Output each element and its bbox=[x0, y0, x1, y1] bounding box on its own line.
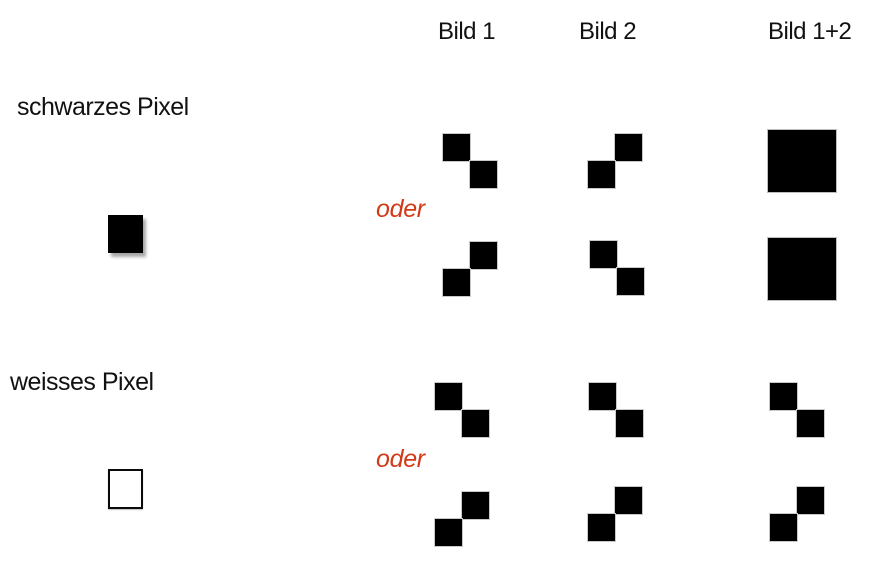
white-pixel-example-square bbox=[108, 469, 143, 509]
pattern-cell-white bbox=[797, 514, 824, 541]
or-label-white-group: oder bbox=[376, 445, 425, 473]
group-label-black-pixel: schwarzes Pixel bbox=[17, 93, 189, 121]
pattern-cell-white bbox=[462, 383, 489, 410]
overlay-result-black-opt1 bbox=[767, 129, 837, 193]
pattern-cell-black bbox=[617, 268, 644, 295]
share-pattern-white-opt1-bild1 bbox=[435, 383, 489, 437]
pattern-cell-white bbox=[770, 487, 797, 514]
pattern-cell-black bbox=[768, 269, 802, 300]
pattern-cell-black bbox=[435, 519, 462, 546]
pattern-cell-black bbox=[802, 161, 836, 192]
pattern-cell-black bbox=[470, 161, 497, 188]
pattern-cell-white bbox=[588, 134, 615, 161]
pattern-cell-white bbox=[435, 410, 462, 437]
pattern-cell-white bbox=[616, 383, 643, 410]
pattern-cell-white bbox=[443, 161, 470, 188]
pattern-cell-black bbox=[802, 238, 836, 269]
pattern-cell-black bbox=[616, 410, 643, 437]
pattern-cell-black bbox=[443, 269, 470, 296]
pattern-cell-white bbox=[588, 487, 615, 514]
pattern-cell-black bbox=[770, 383, 797, 410]
pattern-cell-white bbox=[443, 242, 470, 269]
black-pixel-example-square bbox=[108, 215, 143, 253]
overlay-result-black-opt2 bbox=[767, 237, 837, 301]
pattern-cell-white bbox=[797, 383, 824, 410]
pattern-cell-black bbox=[589, 383, 616, 410]
share-pattern-white-opt2-bild1 bbox=[435, 492, 489, 546]
pattern-cell-white bbox=[617, 241, 644, 268]
pattern-cell-black bbox=[435, 383, 462, 410]
pattern-cell-black bbox=[470, 242, 497, 269]
pattern-cell-white bbox=[462, 519, 489, 546]
group-label-white-pixel: weisses Pixel bbox=[10, 368, 154, 396]
share-pattern-black-opt1-bild2 bbox=[588, 134, 642, 188]
pattern-cell-black bbox=[462, 410, 489, 437]
pattern-cell-black bbox=[588, 514, 615, 541]
pattern-cell-black bbox=[797, 487, 824, 514]
pattern-cell-black bbox=[615, 134, 642, 161]
share-pattern-white-opt2-bild2 bbox=[588, 487, 642, 541]
pattern-cell-white bbox=[470, 134, 497, 161]
pattern-cell-black bbox=[443, 134, 470, 161]
share-pattern-white-opt1-bild2 bbox=[589, 383, 643, 437]
or-label-black-group: oder bbox=[376, 195, 425, 223]
pattern-cell-black bbox=[802, 269, 836, 300]
pattern-cell-black bbox=[615, 487, 642, 514]
pattern-cell-black bbox=[797, 410, 824, 437]
share-pattern-black-opt1-bild1 bbox=[443, 134, 497, 188]
pattern-cell-black bbox=[802, 130, 836, 161]
pattern-cell-black bbox=[768, 238, 802, 269]
pattern-cell-black bbox=[588, 161, 615, 188]
pattern-cell-black bbox=[768, 161, 802, 192]
share-pattern-black-opt2-bild1 bbox=[443, 242, 497, 296]
pattern-cell-white bbox=[590, 268, 617, 295]
pattern-cell-white bbox=[770, 410, 797, 437]
pattern-cell-white bbox=[435, 492, 462, 519]
column-header-bild-1plus2: Bild 1+2 bbox=[768, 18, 852, 45]
overlay-result-white-opt2 bbox=[770, 487, 824, 541]
pattern-cell-black bbox=[768, 130, 802, 161]
column-header-bild-2: Bild 2 bbox=[579, 18, 637, 45]
pattern-cell-white bbox=[615, 514, 642, 541]
pattern-cell-white bbox=[470, 269, 497, 296]
pattern-cell-black bbox=[590, 241, 617, 268]
overlay-result-white-opt1 bbox=[770, 383, 824, 437]
share-pattern-black-opt2-bild2 bbox=[590, 241, 644, 295]
pattern-cell-white bbox=[589, 410, 616, 437]
pattern-cell-black bbox=[462, 492, 489, 519]
column-header-bild-1: Bild 1 bbox=[438, 18, 496, 45]
pattern-cell-white bbox=[615, 161, 642, 188]
pattern-cell-black bbox=[770, 514, 797, 541]
